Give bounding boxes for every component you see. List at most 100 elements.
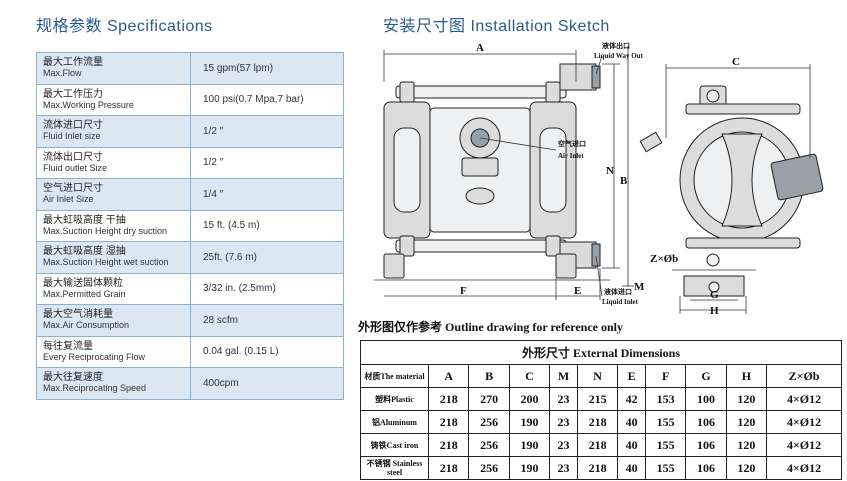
center-block [465, 187, 495, 205]
spec-label-zh: 最大虹吸高度 湿抽 [43, 246, 126, 258]
spec-label-en: Max.Working Pressure [43, 99, 134, 110]
spec-label-en: Max.Reciprocating Speed [43, 383, 147, 394]
dimension-column-header: G [685, 364, 727, 388]
spec-value: 100 psi(0.7 Mpa,7 bar) [190, 83, 344, 116]
outline-drawing-title: 外形图仅作参考 Outline drawing for reference on… [358, 320, 623, 334]
material-cell: 铸铁Cast iron [360, 433, 429, 457]
spec-value: 15 ft. (4.5 m) [190, 209, 344, 242]
dimension-value-cell: 218 [427, 456, 470, 480]
inlet-note-zh: 液体进口 [604, 287, 632, 296]
dimension-value-cell: 23 [549, 433, 578, 457]
dimension-value-cell: 120 [725, 433, 768, 457]
right-chamber-window [539, 127, 567, 213]
dim-label-f: F [460, 285, 467, 297]
dim-label-b: B [620, 175, 628, 187]
dimension-value-cell: 120 [725, 387, 768, 411]
dim-label-h: H [710, 305, 719, 317]
side-base-hole [708, 281, 720, 293]
spec-value: 28 scfm [190, 304, 344, 337]
material-cell: 铝Aluminum [360, 410, 429, 434]
dimension-value-cell: 218 [576, 410, 619, 434]
inlet-port-face [591, 243, 601, 267]
dimension-value-cell: 190 [508, 410, 551, 434]
side-dimension-lines [665, 64, 811, 314]
installation-sketch: A N B F E M 液体出口 Liquid Way Out 空气进口 Air… [374, 41, 824, 317]
dimension-value-cell: 155 [644, 410, 687, 434]
dimension-column-header: B [468, 364, 510, 388]
dimension-value-cell: 4×Ø12 [766, 433, 842, 457]
dimension-value-cell: 256 [468, 433, 510, 457]
top-manifold-right-flange [545, 81, 561, 103]
spec-label-zh: 最大往复速度 [43, 372, 103, 384]
dimension-value-cell: 270 [468, 387, 510, 411]
spec-value: 1/2 ″ [190, 146, 344, 179]
left-chamber-window [393, 127, 421, 213]
dimension-column-header: M [549, 364, 578, 388]
dimension-value-cell: 4×Ø12 [766, 387, 842, 411]
top-manifold [395, 85, 567, 99]
spec-label-en: Max.Suction Height dry suction [43, 225, 168, 236]
dimension-value-cell: 23 [549, 410, 578, 434]
spec-label-zh: 最大工作流量 [43, 57, 103, 69]
dimension-column-header: Z×Øb [766, 364, 842, 388]
spec-label-zh: 空气进口尺寸 [43, 183, 103, 195]
dimension-value-cell: 120 [725, 456, 768, 480]
dimension-value-cell: 120 [725, 410, 768, 434]
inlet-note-en: Liquid Inlet [602, 298, 639, 306]
air-valve-block [461, 157, 499, 177]
bottom-manifold [395, 239, 567, 253]
dimension-column-header: E [617, 364, 646, 388]
spec-value: 1/4 ″ [190, 178, 344, 211]
dimension-value-cell: 218 [427, 433, 470, 457]
front-dimension-lines [383, 46, 634, 300]
specifications-heading: 规格参数 Specifications [36, 18, 213, 35]
dim-label-n: N [606, 165, 614, 177]
installation-sketch-heading: 安装尺寸图 Installation Sketch [383, 18, 610, 35]
side-top-bar [685, 103, 801, 115]
dimensions-title: 外形尺寸 External Dimensions [360, 340, 842, 365]
spec-value: 0.04 gal. (0.15 L) [190, 335, 344, 368]
right-foot [555, 253, 577, 279]
material-cell: 不锈钢 Stainless steel [360, 456, 429, 480]
side-center-profile [721, 133, 763, 227]
spec-label-zh: 最大工作压力 [43, 88, 103, 100]
dimension-column-header: N [576, 364, 619, 388]
spec-label-zh: 每往复流量 [43, 340, 93, 352]
spec-label-en: Fluid Inlet size [43, 131, 101, 142]
outlet-port-face [591, 65, 601, 89]
outlet-port [559, 63, 597, 91]
dimension-value-cell: 40 [617, 456, 646, 480]
spec-label-en: Max.Suction Height wet suction [43, 257, 169, 268]
spec-value: 1/2 ″ [190, 115, 344, 148]
side-air-fitting [639, 131, 663, 153]
dimension-column-header: H [725, 364, 768, 388]
side-muffler [770, 153, 824, 201]
dimension-value-cell: 40 [617, 410, 646, 434]
dimension-value-cell: 42 [617, 387, 646, 411]
top-manifold-left-flange [399, 81, 415, 103]
dimension-value-cell: 4×Ø12 [766, 456, 842, 480]
spec-value: 15 gpm(57 lpm) [190, 52, 344, 85]
dimension-column-header: A [427, 364, 470, 388]
spec-label-zh: 流体出口尺寸 [43, 151, 103, 163]
